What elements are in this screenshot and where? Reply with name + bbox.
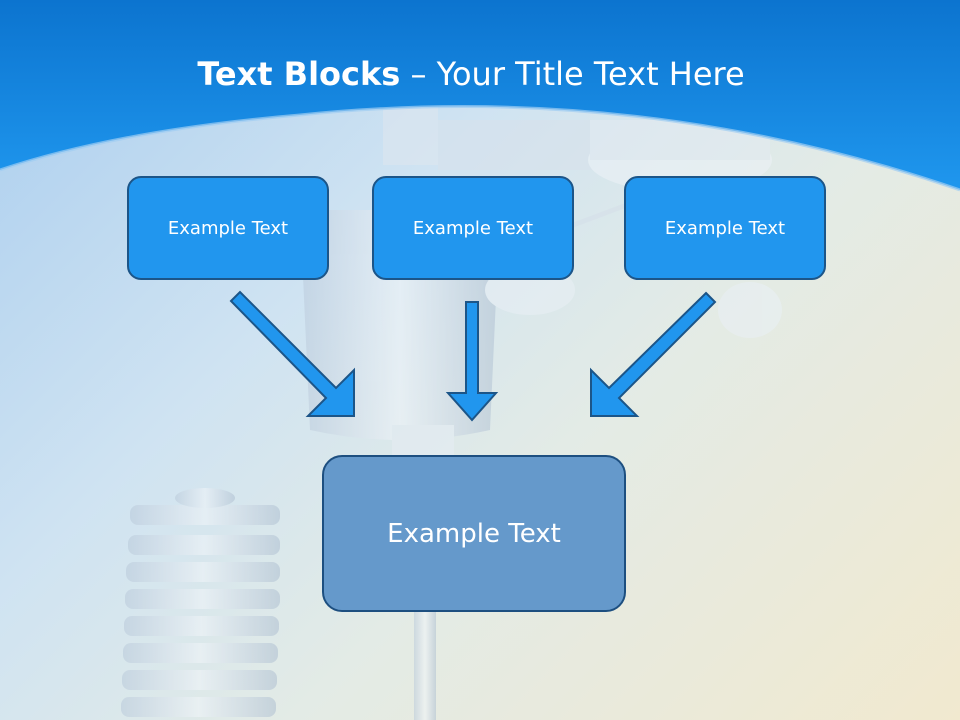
title-rest: Your Title Text Here bbox=[436, 55, 745, 93]
text-box-2: Example Text bbox=[372, 176, 574, 280]
title-bold: Text Blocks bbox=[197, 55, 401, 93]
text-box-1: Example Text bbox=[127, 176, 329, 280]
text-box-2-label: Example Text bbox=[412, 217, 534, 239]
text-box-3-label: Example Text bbox=[664, 217, 786, 239]
result-text-box-label: Example Text bbox=[387, 518, 561, 549]
result-text-box: Example Text bbox=[322, 455, 626, 612]
text-box-1-label: Example Text bbox=[167, 217, 289, 239]
text-box-3: Example Text bbox=[624, 176, 826, 280]
title-dash: – bbox=[400, 55, 437, 93]
page-title: Text Blocks – Your Title Text Here bbox=[0, 55, 942, 93]
